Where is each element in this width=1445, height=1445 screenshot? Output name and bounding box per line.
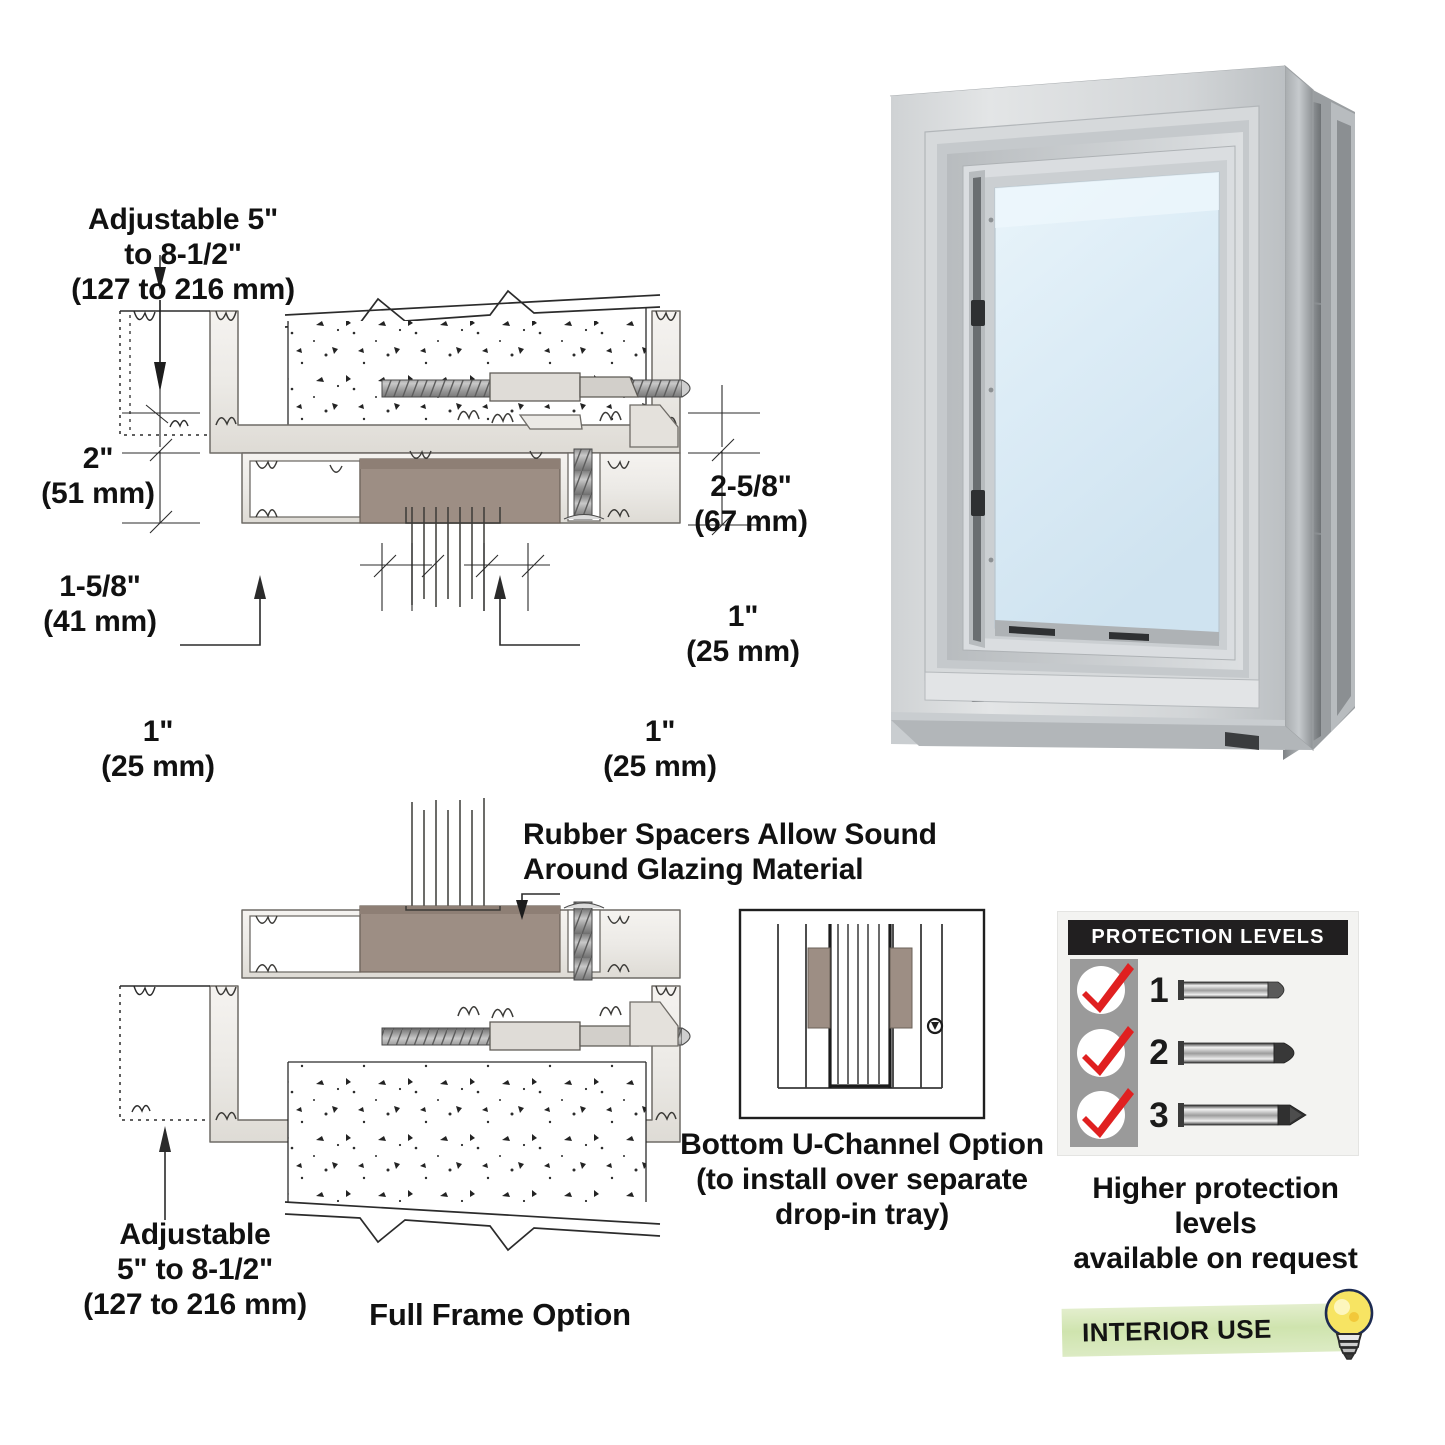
protection-level-row: 3 — [1142, 1084, 1348, 1147]
caption-bottom-u-channel-option: Bottom U-Channel Option (to install over… — [680, 1128, 1044, 1231]
callout-right-lower-1in: 1" (25 mm) — [686, 600, 800, 668]
protection-levels-header: PROTECTION LEVELS — [1068, 920, 1348, 955]
note-higher-protection-levels: Higher protection levels available on re… — [1073, 1172, 1358, 1275]
level-number: 3 — [1149, 1095, 1169, 1135]
level-number: 2 — [1149, 1033, 1169, 1073]
callout-bottom-left-1in: 1" (25 mm) — [101, 715, 215, 783]
protection-levels-rows: 1 — [1142, 959, 1348, 1147]
callout-rubber-spacers-note: Rubber Spacers Allow Sound Around Glazin… — [523, 818, 937, 886]
bullet-wrap — [1176, 970, 1348, 1010]
protection-level-row: 2 — [1142, 1022, 1348, 1085]
protection-level-row: 1 — [1142, 959, 1348, 1022]
adjustable-leader-top — [154, 300, 166, 392]
callout-right-upper-2-5-8in: 2-5/8" (67 mm) — [694, 470, 808, 538]
bullet-wrap — [1176, 1095, 1348, 1135]
protection-levels-badge: PROTECTION LEVELS — [1058, 912, 1358, 1155]
checkmark-icon — [1082, 1025, 1134, 1076]
callout-adjustable-depth-bottom: Adjustable 5" to 8-1/2" (127 to 216 mm) — [83, 1218, 307, 1321]
caption-full-frame-option: Full Frame Option — [369, 1297, 631, 1332]
callout-adjustable-depth-top: Adjustable 5" to 8-1/2" (127 to 216 mm) — [71, 203, 295, 306]
checkmark-icon — [1082, 963, 1134, 1013]
bullet-icon — [1178, 980, 1285, 1001]
checkmark-icon — [1082, 1088, 1134, 1139]
product-photo-window-unit — [889, 64, 1355, 760]
bottom-cross-section-drawing — [119, 798, 691, 1252]
protection-levels-title: PROTECTION LEVELS — [1091, 926, 1325, 948]
u-channel-detail-drawing — [738, 908, 986, 1120]
callout-left-lower-1-5-8in: 1-5/8" (41 mm) — [43, 570, 157, 638]
check-cell-2 — [1070, 1022, 1138, 1085]
callout-bottom-right-1in: 1" (25 mm) — [603, 715, 717, 783]
interior-use-label: INTERIOR USE — [1081, 1313, 1272, 1347]
bullet-icon — [1178, 1040, 1295, 1065]
level-number: 1 — [1149, 970, 1169, 1010]
callout-left-upper-2in: 2" (51 mm) — [41, 442, 155, 510]
lightbulb-icon — [1324, 1288, 1374, 1360]
bullet-wrap — [1176, 1033, 1348, 1073]
interior-use-banner: INTERIOR USE — [1061, 1303, 1351, 1357]
bullet-icon — [1178, 1103, 1307, 1128]
check-cell-3 — [1070, 1084, 1138, 1147]
protection-levels-check-column — [1070, 959, 1138, 1147]
top-cross-section-drawing — [119, 255, 760, 646]
check-cell-1 — [1070, 959, 1138, 1022]
